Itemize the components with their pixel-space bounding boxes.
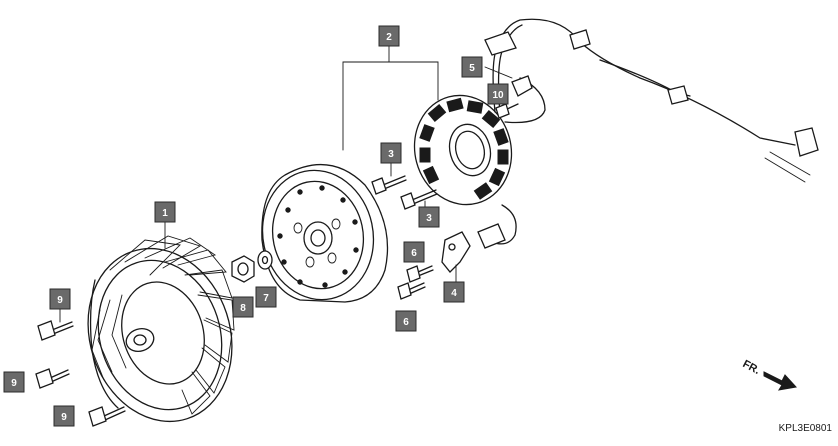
callout-5: 5 [461,56,483,78]
wire-harness [477,18,819,249]
bolts [35,103,519,427]
callout-3-upper-label: 3 [388,149,394,160]
diagram-code: KPL3E0801 [779,423,833,434]
callout-5-label: 5 [469,63,475,74]
washer [257,250,273,270]
callout-6-upper-label: 6 [411,248,417,259]
callout-1-label: 1 [162,208,168,219]
callout-6-lower-label: 6 [403,317,409,328]
callout-10-label: 10 [492,90,504,101]
front-direction-indicator: FR. [741,358,797,391]
arrow-right-icon [763,371,797,391]
wire-clip [511,75,533,97]
callout-3-upper: 3 [380,142,402,164]
callout-8: 8 [232,296,254,318]
callout-9-top-label: 9 [57,295,63,306]
callout-9-bottom-label: 9 [61,412,67,423]
callout-8-label: 8 [240,303,246,314]
flange-nut [231,255,255,283]
callout-9-middle: 9 [3,371,25,393]
callout-3-lower: 3 [418,206,440,228]
callout-4: 4 [443,281,465,303]
callout-7: 7 [255,286,277,308]
callout-10: 10 [487,83,509,105]
front-direction-label: FR. [741,358,762,377]
callout-6-upper: 6 [403,241,425,263]
callout-3-lower-label: 3 [426,213,432,224]
callout-9-bottom: 9 [53,405,75,427]
callout-2-label: 2 [386,32,392,43]
cooling-fan [87,235,235,423]
callout-9-middle-label: 9 [11,378,17,389]
callout-2: 2 [378,25,400,47]
callout-9-top: 9 [49,288,71,310]
callout-4-label: 4 [451,288,457,299]
callout-6-lower: 6 [395,310,417,332]
stator-coil [413,94,513,206]
leader-lines [59,45,513,323]
flywheel-rotor [261,163,389,303]
callout-1: 1 [154,201,176,223]
wire-clamp-bracket [441,231,471,273]
callout-7-label: 7 [263,293,269,304]
